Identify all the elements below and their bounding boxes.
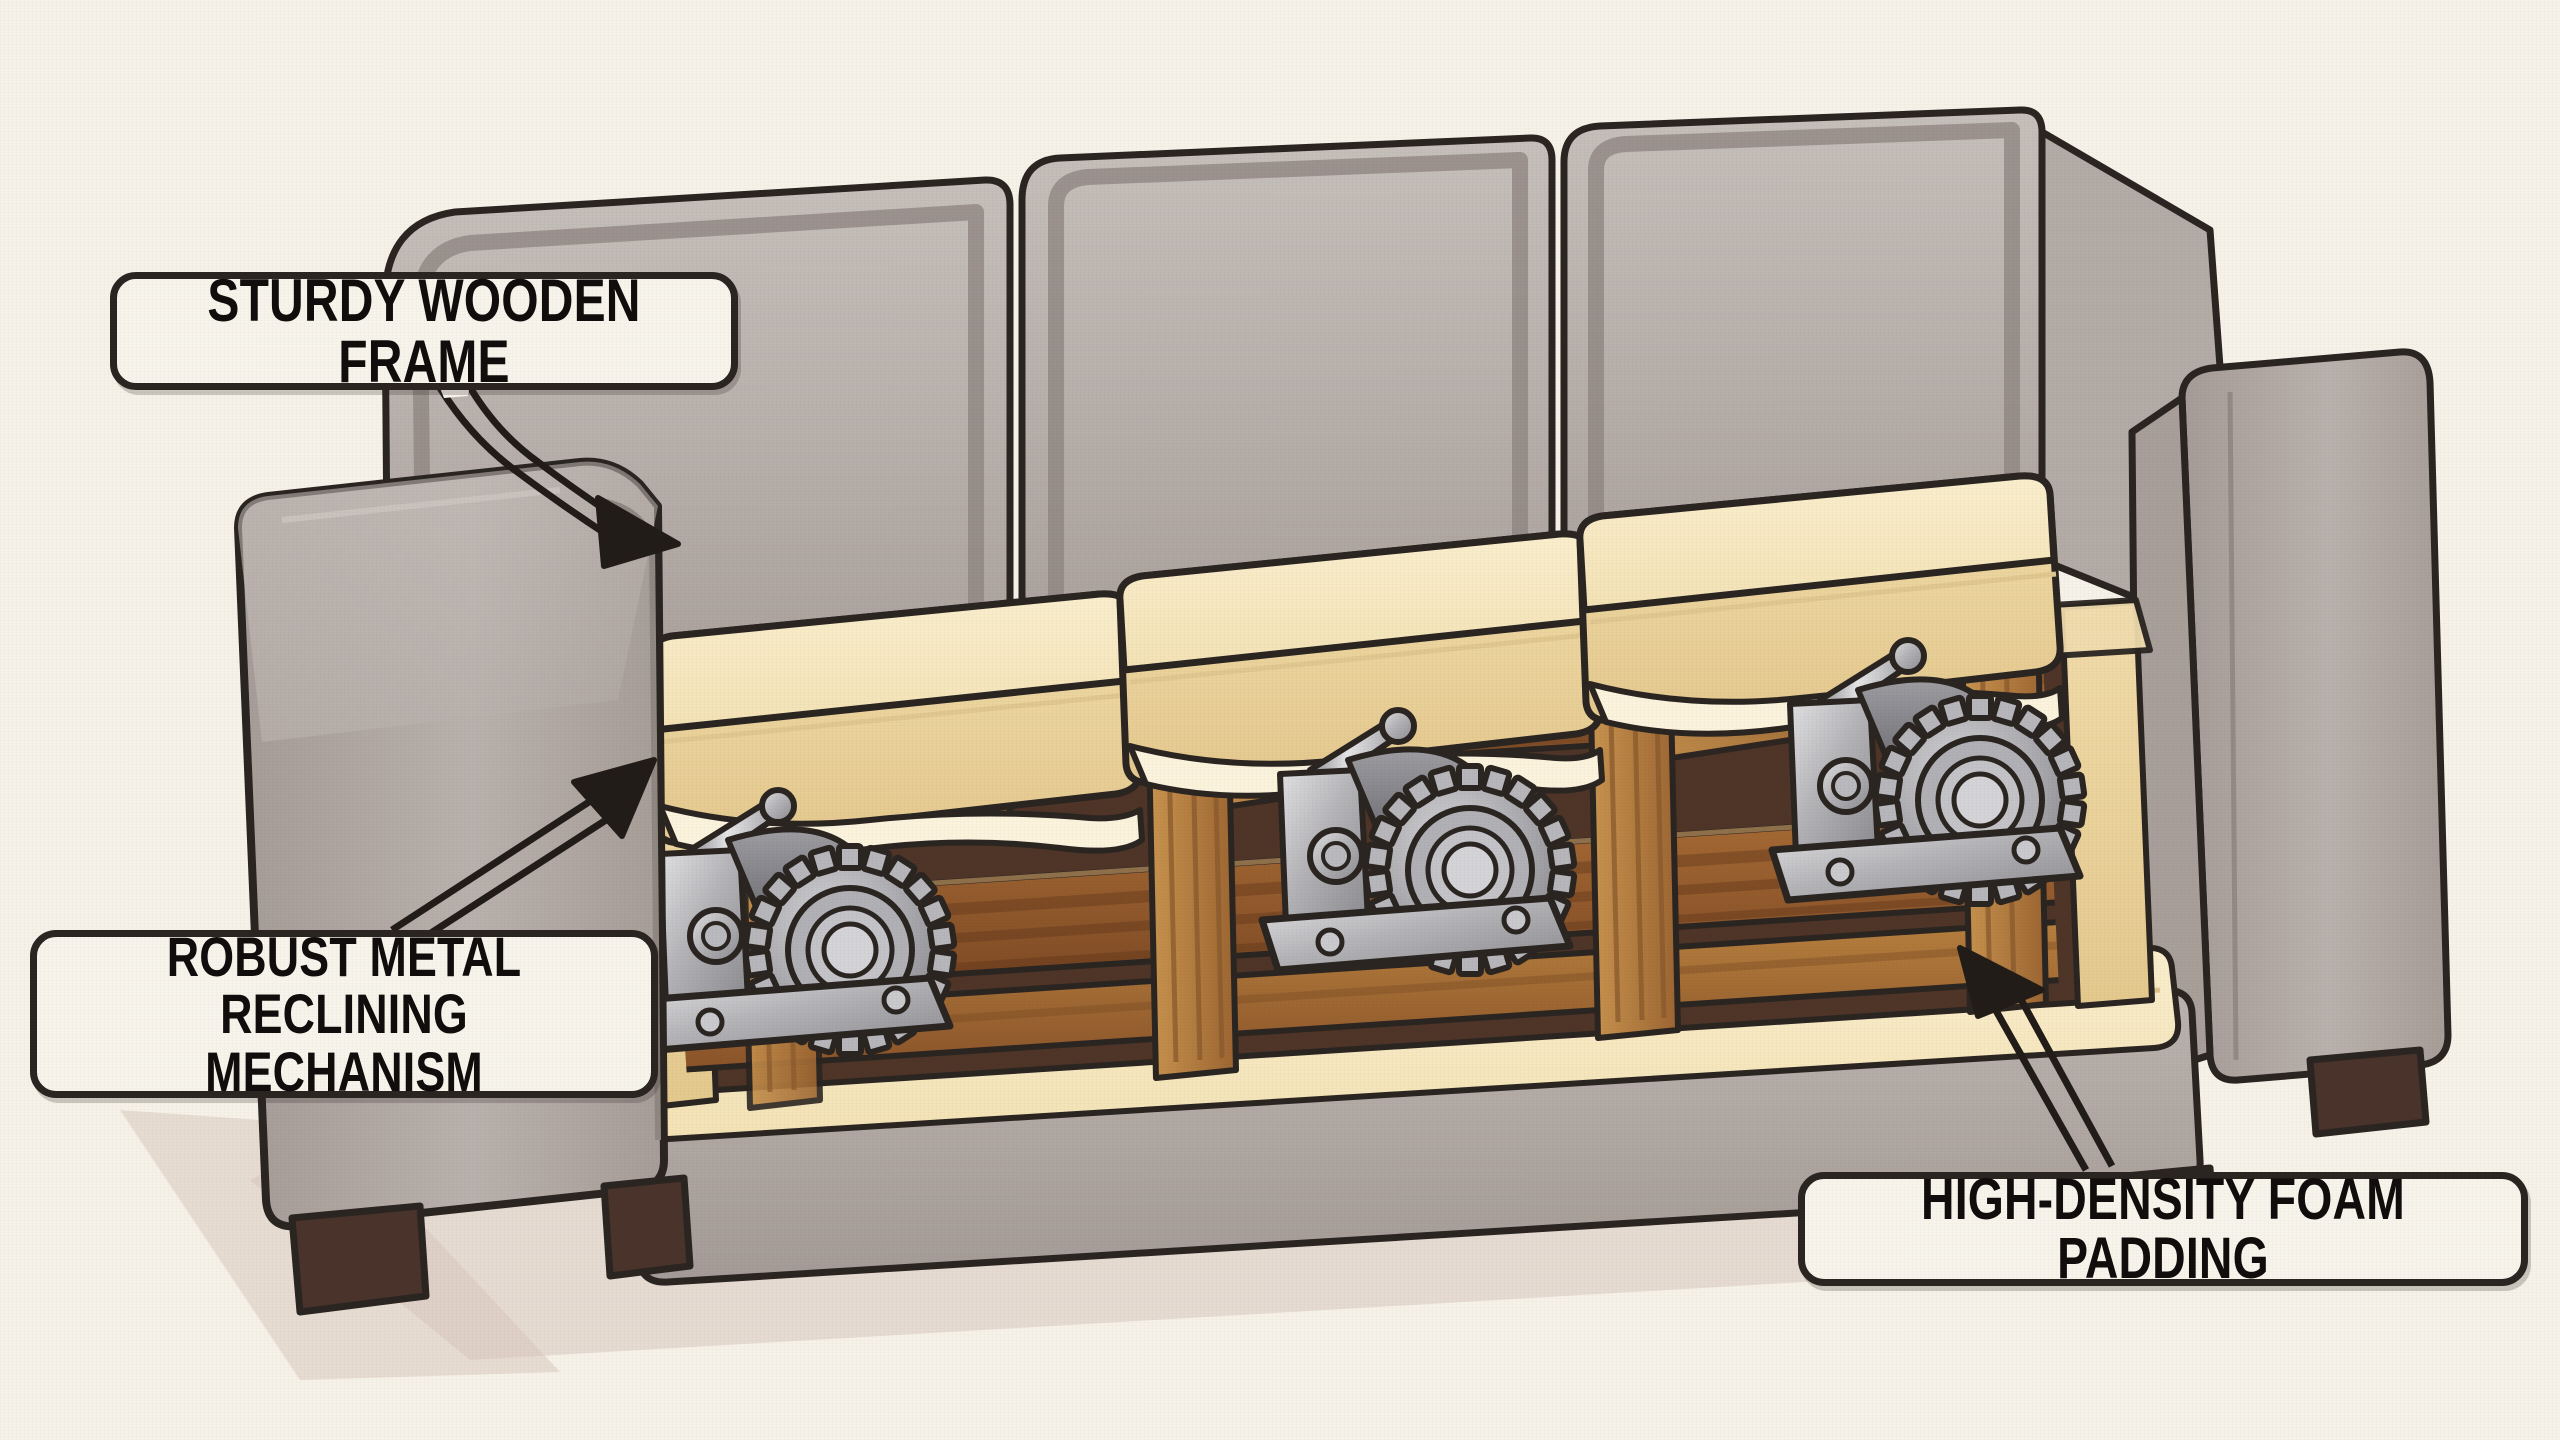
pointer-high-density-foam-padding — [1957, 945, 2116, 1172]
callout-high-density-foam-padding-label: HIGH-DENSITY FOAM PADDING — [1921, 1166, 2405, 1291]
reclining-mechanism-group — [638, 637, 2088, 1057]
callout-high-density-foam-padding[interactable]: HIGH-DENSITY FOAM PADDING — [1798, 1166, 2528, 1291]
pointer-robust-metal-reclining-mechanism — [390, 757, 657, 947]
callout-robust-metal-reclining-mechanism-label: ROBUST METAL RECLINING MECHANISM — [166, 925, 522, 1103]
pointer-sturdy-wooden-frame — [437, 382, 681, 569]
reclining-mechanism-center — [1258, 707, 1578, 977]
left-arm — [234, 457, 668, 1231]
seat-cushion-left — [646, 590, 1145, 859]
callout-sturdy-wooden-frame-label: STURDY WOODEN FRAME — [207, 266, 641, 395]
back-cushion-center — [1018, 134, 1556, 632]
right-arm — [2128, 348, 2452, 1084]
callout-robust-metal-reclining-mechanism[interactable]: ROBUST METAL RECLINING MECHANISM — [30, 925, 658, 1103]
reclining-mechanism-right — [1768, 637, 2088, 907]
callout-sturdy-wooden-frame[interactable]: STURDY WOODEN FRAME — [110, 266, 738, 395]
callout-pointers — [390, 382, 2116, 1172]
